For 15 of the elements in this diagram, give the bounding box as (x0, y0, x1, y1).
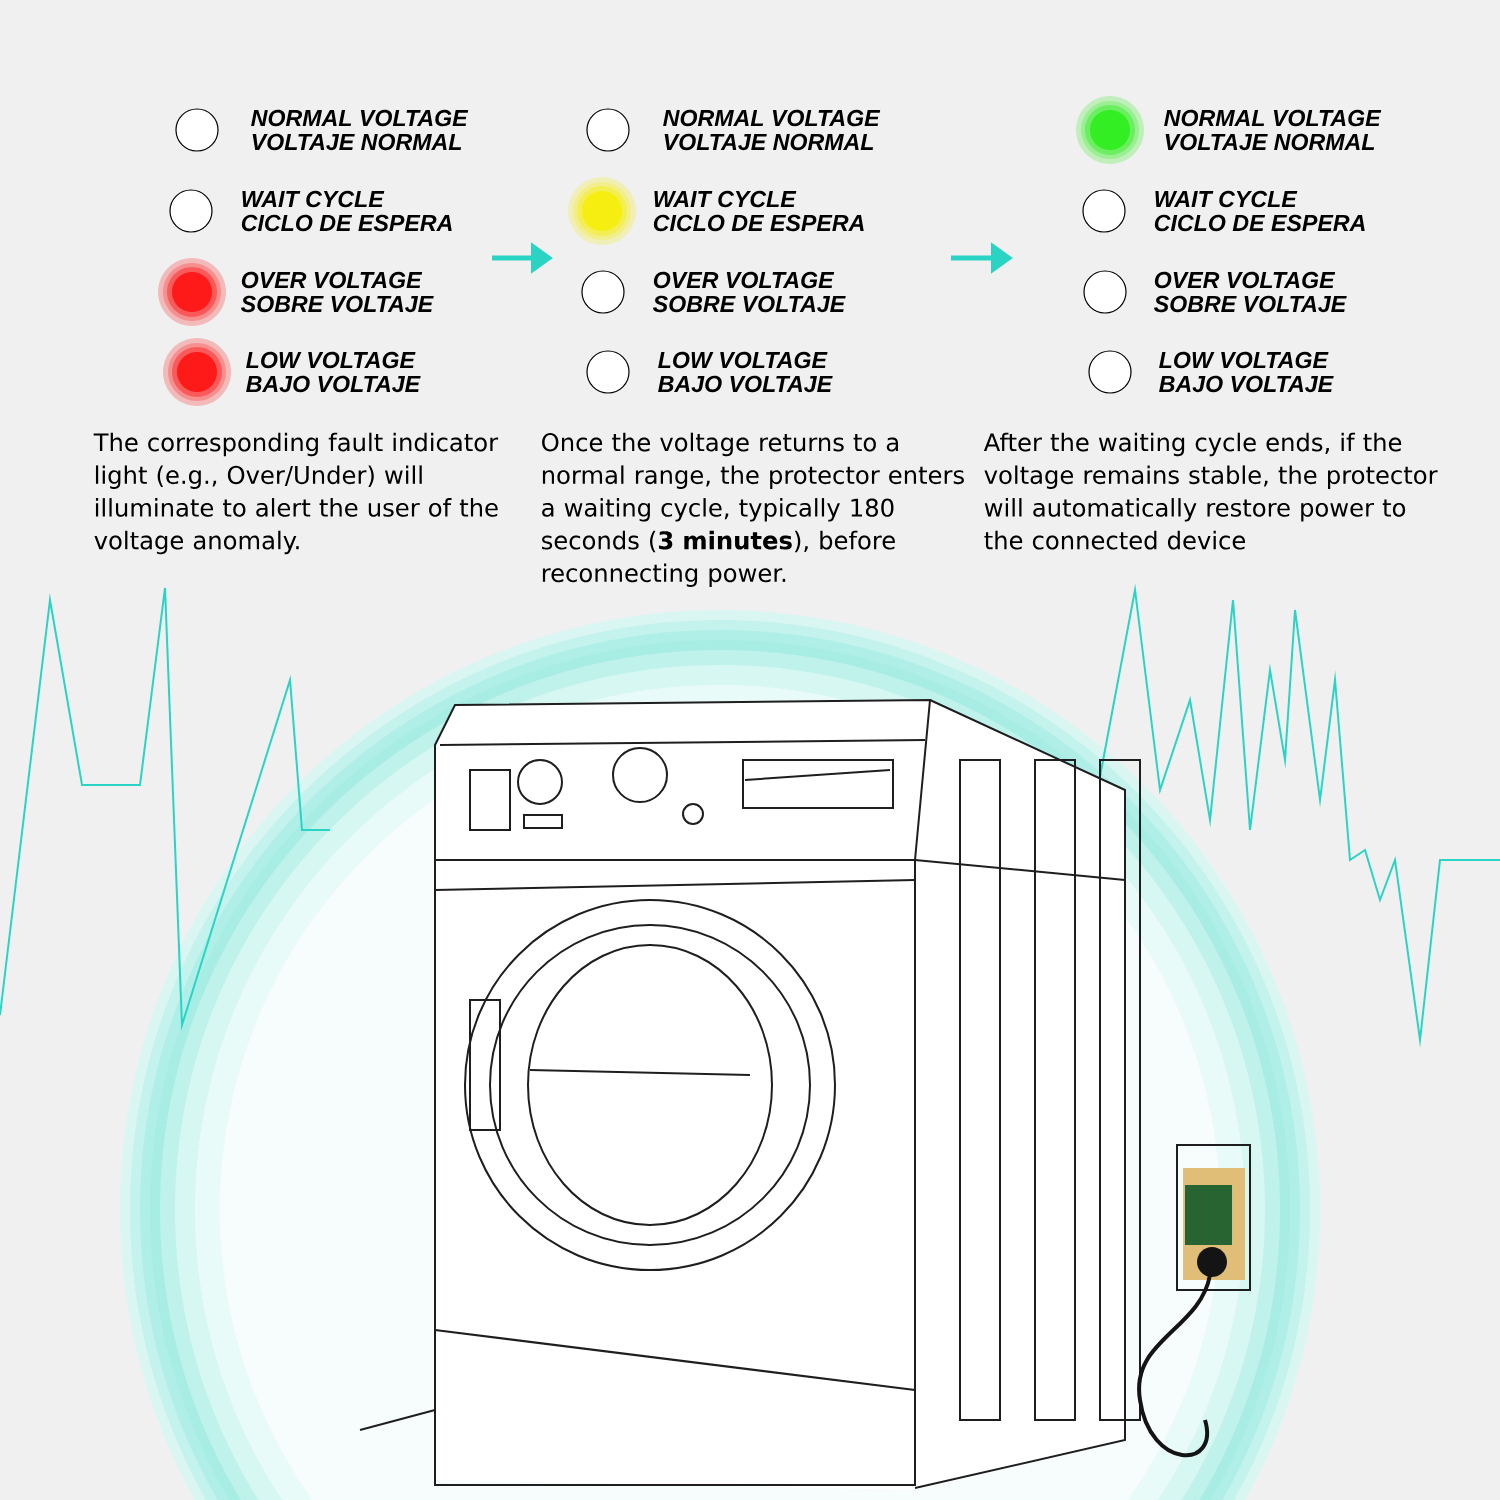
status-label: NORMAL VOLTAGE VOLTAJE NORMAL (1164, 109, 1382, 151)
description-text: The corresponding fault indicator light (e.g., Over/Under) will illuminate to alert the user of the voltage anomaly. (93, 432, 499, 555)
status-label: OVER VOLTAGE SOBRE VOLTAJE (1154, 271, 1347, 313)
status-label: LOW VOLTAGE BAJO VOLTAJE (246, 351, 421, 393)
status-label: NORMAL VOLTAGE VOLTAJE NORMAL (251, 109, 469, 151)
status-label: OVER VOLTAGE SOBRE VOLTAJE (653, 271, 846, 313)
status-label: NORMAL VOLTAGE VOLTAJE NORMAL (663, 109, 881, 151)
description-text: Once the voltage returns to a normal range, the protector enters a waiting cycle, typically 180 seconds (3 minutes), before reconnecting power. (542, 432, 964, 587)
status-label: LOW VOLTAGE BAJO VOLTAJE (1159, 351, 1334, 393)
description-text: After the waiting cycle ends, if the voltage remains stable, the protector will automatically restore power to the connected device (983, 432, 1438, 550)
status-label: WAIT CYCLE CICLO DE ESPERA (1154, 190, 1365, 232)
status-label: LOW VOLTAGE BAJO VOLTAJE (658, 351, 833, 393)
status-label: WAIT CYCLE CICLO DE ESPERA (653, 190, 864, 232)
status-label: OVER VOLTAGE SOBRE VOLTAJE (241, 271, 434, 313)
status-label: WAIT CYCLE CICLO DE ESPERA (241, 190, 452, 232)
